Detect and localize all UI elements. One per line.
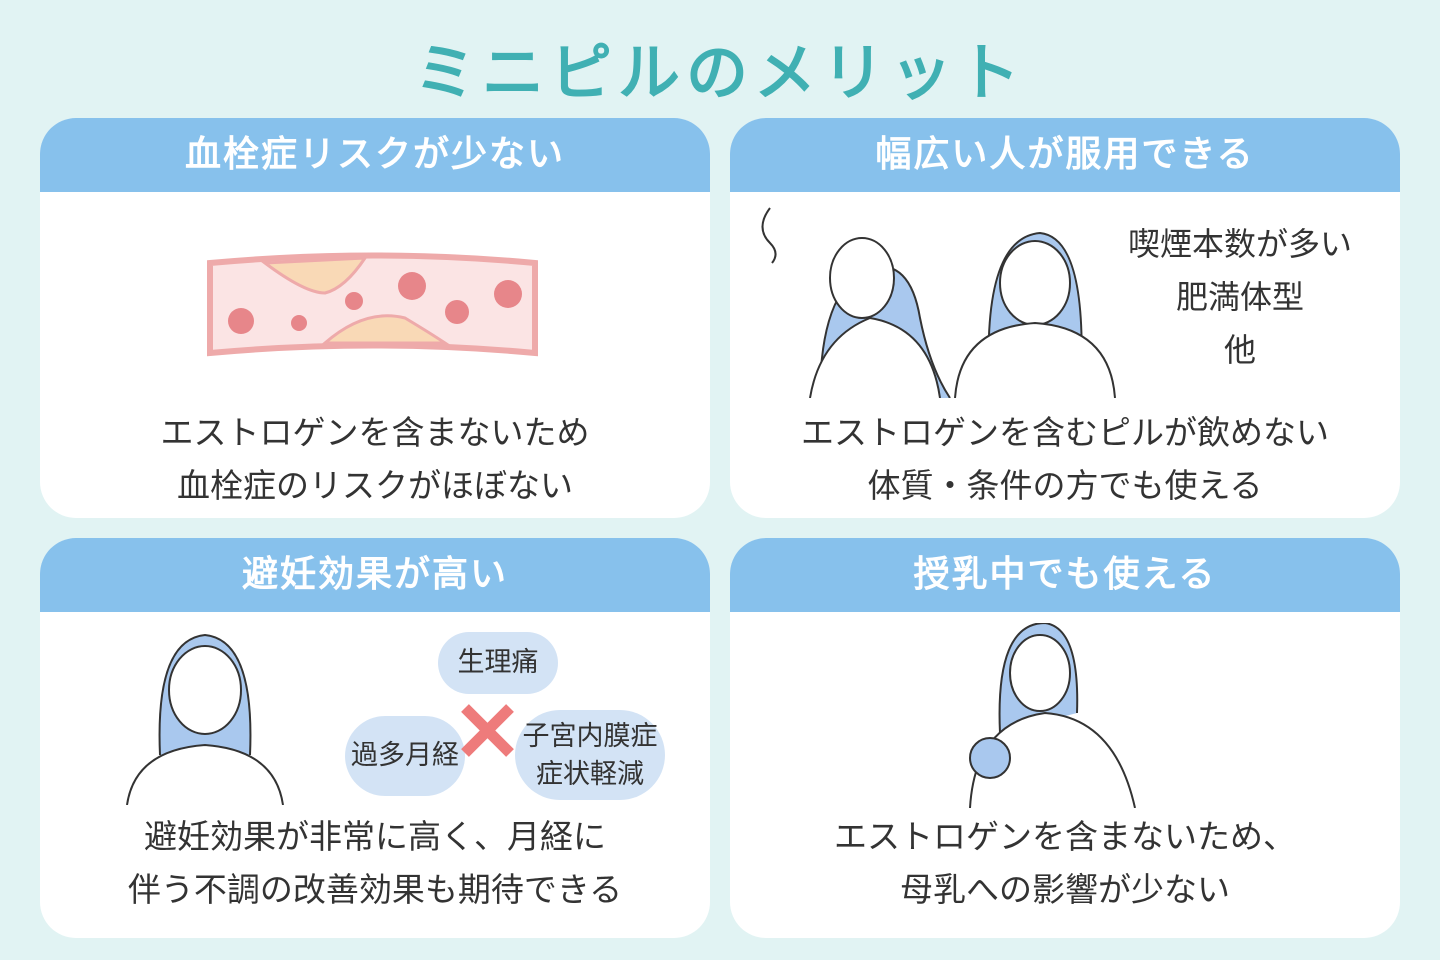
- breastfeeding-illustration: [969, 623, 1136, 808]
- card-breastfeeding: 授乳中でも使える エストロゲンを含まないため、 母乳への影響が少ない: [730, 538, 1400, 938]
- condition-item: 他: [1223, 331, 1256, 369]
- blob-label: 生理痛: [457, 647, 539, 678]
- card-heading: 授乳中でも使える: [730, 538, 1400, 612]
- card-contraception: 避妊効果が高い 生理痛 過多月経 子宮内膜症 症状軽減 避妊効果が非常に高く、月…: [40, 538, 710, 938]
- blob-endometriosis: 子宮内膜症 症状軽減: [515, 710, 665, 800]
- card-heading: 避妊効果が高い: [40, 538, 710, 612]
- blob-heavy-menstruation: 過多月経: [345, 716, 465, 796]
- blob-label: 子宮内膜症: [522, 721, 658, 752]
- card-wide-use: 幅広い人が服用できる 喫煙本数が多い 肥満体型 他 エストロゲンを含むピルが飲め…: [730, 118, 1400, 518]
- card-blood-clot: 血栓症リスクが少ない エストロゲンを含まないため 血栓症のリスクがほぼない: [40, 118, 710, 518]
- condition-item: 喫煙本数が多い: [1127, 225, 1352, 263]
- card-text-line: 母乳への影響が少ない: [900, 870, 1230, 909]
- smiling-woman-illustration: [126, 633, 284, 805]
- card-heading: 血栓症リスクが少ない: [40, 118, 710, 192]
- women-illustration: [761, 207, 1116, 398]
- card-text-line: 避妊効果が非常に高く、月経に: [144, 817, 606, 856]
- card-text-line: エストロゲンを含むピルが飲めない: [801, 413, 1329, 452]
- blob-menstrual-pain: 生理痛: [438, 632, 558, 694]
- card-heading: 幅広い人が服用できる: [730, 118, 1400, 192]
- card-text-line: 体質・条件の方でも使える: [867, 466, 1263, 505]
- card-text-line: エストロゲンを含まないため: [160, 413, 590, 452]
- page-title: ミニピルのメリット: [413, 36, 1026, 109]
- blob-label: 症状軽減: [536, 759, 644, 790]
- blob-label: 過多月経: [351, 740, 459, 771]
- card-text-line: エストロゲンを含まないため、: [834, 817, 1296, 856]
- card-text-line: 伴う不調の改善効果も期待できる: [127, 870, 623, 909]
- cross-icon: [461, 704, 514, 757]
- card-text-line: 血栓症のリスクがほぼない: [177, 466, 573, 505]
- blood-vessel-illustration: [207, 252, 538, 357]
- condition-item: 肥満体型: [1175, 278, 1304, 316]
